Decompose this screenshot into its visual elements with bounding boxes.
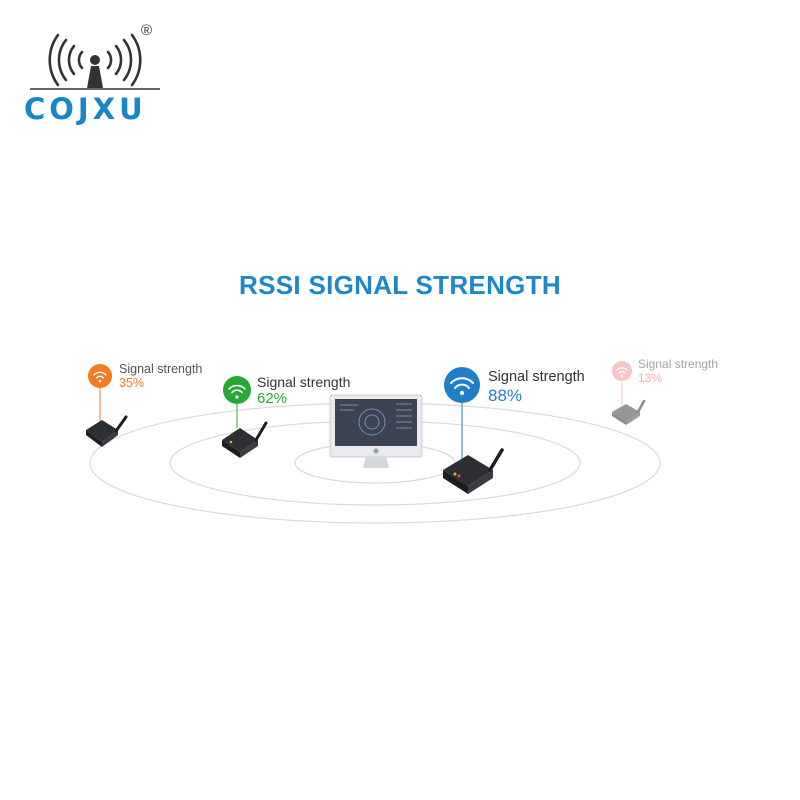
page-title: RSSI SIGNAL STRENGTH [239,270,561,300]
device-1 [86,364,128,447]
signal-caption: Signal strength [488,369,585,385]
signal-value: 88% [488,385,523,405]
device-2 [222,376,268,458]
signal-caption: Signal strength [257,374,351,390]
signal-value: 62% [257,390,288,408]
device-4-signal-label: Signal strength 13% [638,357,719,386]
device-1-signal-label: Signal strength 35% [119,362,202,391]
brand-logo-mark [30,33,160,90]
device-2-signal-label: Signal strength 62% [257,374,350,407]
device-3-signal-label: Signal strength 88% [488,369,585,405]
device-3 [443,367,504,494]
signal-value: 13% [638,370,663,385]
device-4 [612,361,646,425]
computer-monitor-icon [329,394,423,468]
signal-value: 35% [119,376,145,391]
registered-mark: ® [141,22,153,39]
signal-caption: Signal strength [119,362,203,376]
brand-name: COJXU [24,92,147,126]
signal-caption: Signal strength [638,357,719,371]
